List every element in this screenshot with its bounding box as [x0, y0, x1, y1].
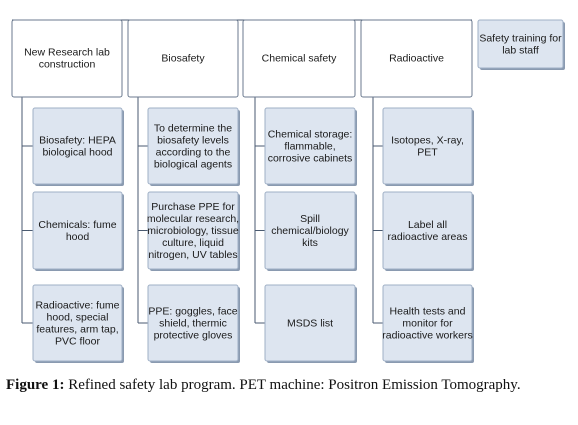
- item-box-line: kits: [302, 237, 318, 249]
- item-box-line: Biosafety: HEPA: [39, 135, 116, 147]
- header-radioactive-line: Radioactive: [389, 53, 444, 65]
- header-biosafety-line: Biosafety: [161, 53, 205, 65]
- figure-caption-text: Refined safety lab program. PET machine:…: [64, 377, 521, 393]
- item-box-line: Radioactive: fume: [35, 300, 119, 312]
- header-new-research-lab-rect: [11, 19, 123, 98]
- header-safety-training-line: Safety training for: [479, 33, 562, 45]
- item-box-line: Chemicals: fume: [38, 219, 116, 231]
- item-box-rect: [264, 191, 356, 270]
- item-box-line: PPE: goggles, face: [148, 306, 237, 318]
- item-box-line: PET: [417, 147, 438, 159]
- header-radioactive: Radioactive: [360, 19, 473, 98]
- header-safety-training-line: lab staff: [502, 45, 539, 57]
- item-box-line: microbiology, tissue: [147, 225, 239, 237]
- item-box-line: biological agents: [154, 159, 232, 171]
- item-box-line: Isotopes, X-ray,: [391, 135, 464, 147]
- item-box-line: according to the: [156, 147, 231, 159]
- item-box-line: chemical/biology: [271, 225, 349, 237]
- figure-caption: Figure 1: Refined safety lab program. PE…: [6, 375, 572, 396]
- item-box-line: radioactive workers: [382, 330, 472, 342]
- item-box-line: monitor for: [402, 318, 453, 330]
- header-safety-training-rect: [477, 19, 564, 69]
- item-box-line: biosafety levels: [157, 135, 229, 147]
- header-radioactive-rect: [360, 19, 473, 98]
- item-box-line: Purchase PPE for: [151, 201, 235, 213]
- item-box-line: Label all: [408, 219, 447, 231]
- item-box-line: radioactive areas: [388, 231, 468, 243]
- item-box-rect: [32, 284, 123, 362]
- item-box-line: flammable,: [284, 141, 335, 153]
- item-box-rect: [32, 191, 123, 270]
- item-box-line: molecular research,: [147, 213, 239, 225]
- item-box-rect: [382, 284, 473, 362]
- item-box-line: Chemical storage:: [268, 129, 353, 141]
- item-box-line: hood: [66, 231, 90, 243]
- item-box-line: MSDS list: [287, 318, 333, 330]
- item-box-rect: [147, 191, 239, 270]
- item-box-line: protective gloves: [154, 330, 233, 342]
- item-box-line: nitrogen, UV tables: [148, 249, 237, 261]
- item-box-rect: [382, 107, 473, 185]
- item-box-line: Spill: [300, 213, 320, 225]
- item-box-rect: [32, 107, 123, 185]
- item-box-line: shield, thermic: [159, 318, 227, 330]
- item-box-line: biological hood: [42, 147, 112, 159]
- header-chemical-safety-line: Chemical safety: [262, 53, 337, 65]
- item-box: Chemical storage:flammable,corrosive cab…: [264, 107, 357, 186]
- item-box-rect: [264, 284, 356, 362]
- item-box-line: features, arm tap,: [36, 324, 118, 336]
- item-box-line: culture, liquid: [162, 237, 224, 249]
- header-biosafety-rect: [127, 19, 239, 98]
- item-box-rect: [147, 107, 239, 185]
- header-new-research-lab-line: construction: [39, 59, 96, 71]
- item-box-line: corrosive cabinets: [268, 153, 353, 165]
- item-box-line: PVC floor: [55, 336, 100, 348]
- item-box-rect: [264, 107, 356, 185]
- header-new-research-lab-line: New Research lab: [24, 47, 110, 59]
- item-box: MSDS list: [264, 284, 357, 363]
- item-box: Isotopes, X-ray,PET: [382, 107, 474, 186]
- figure-label: Figure 1:: [6, 377, 65, 393]
- item-box-line: To determine the: [154, 123, 232, 135]
- item-box-rect: [382, 191, 473, 270]
- item-box-line: hood, special: [47, 312, 109, 324]
- item-box-rect: [147, 284, 239, 362]
- header-chemical-safety: Chemical safety: [242, 19, 356, 98]
- header-chemical-safety-rect: [242, 19, 356, 98]
- header-biosafety: Biosafety: [127, 19, 239, 98]
- item-box-line: Health tests and: [390, 306, 466, 318]
